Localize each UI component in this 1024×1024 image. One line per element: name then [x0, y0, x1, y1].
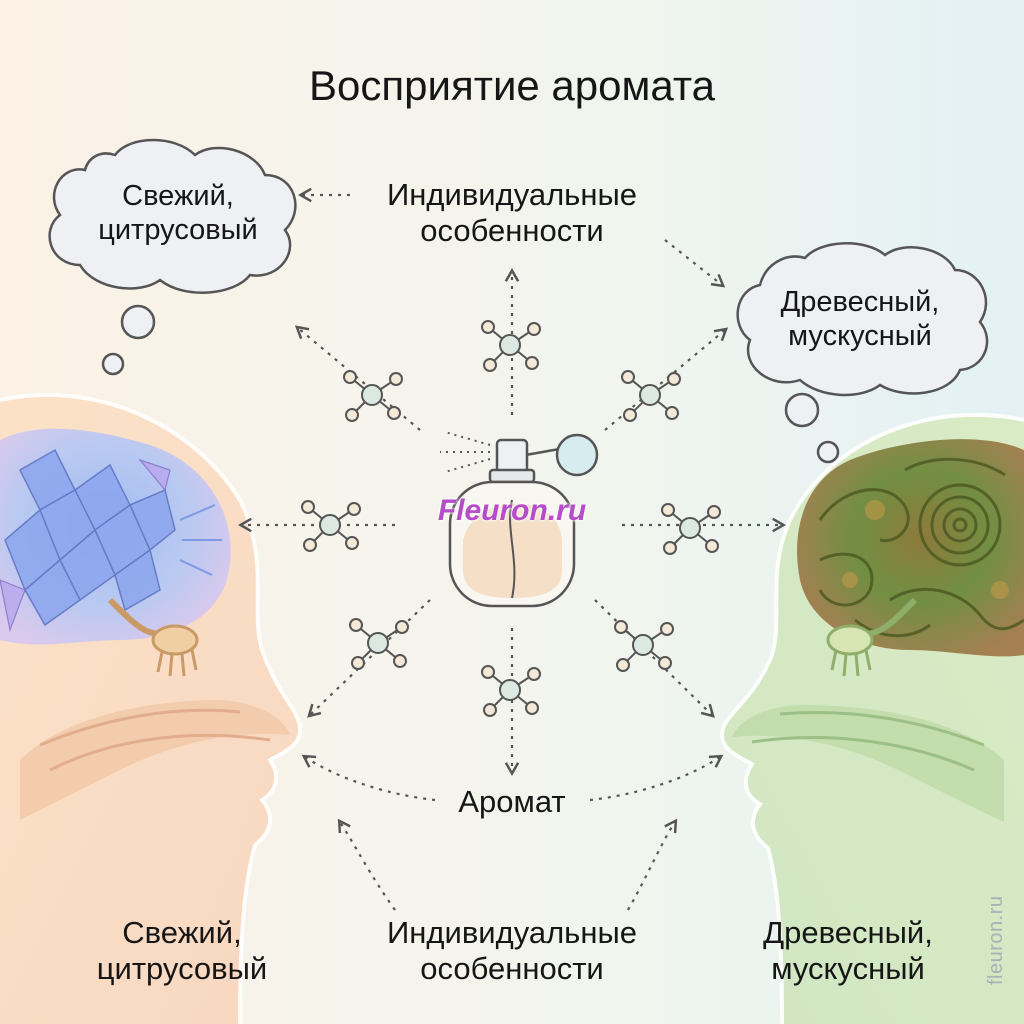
left-bubble-line2: цитрусовый: [98, 213, 258, 246]
crystal-brain-icon: [0, 428, 231, 677]
bottom-left-label-line1: Свежий,: [122, 915, 242, 950]
bottom-right-label-line1: Древесный,: [763, 915, 933, 950]
molecule-icon: [301, 500, 361, 552]
bottom-right-label-line2: мускусный: [771, 950, 925, 986]
page-title: Восприятие аромата: [309, 62, 715, 109]
top-center-label-line2: особенности: [420, 212, 604, 248]
bottom-left-label: Свежий, цитрусовый: [62, 915, 302, 987]
bottom-center-label-line2: особенности: [420, 950, 604, 986]
top-center-label-line1: Индивидуальные: [387, 177, 637, 212]
bottom-left-label-line2: цитрусовый: [96, 950, 268, 986]
side-watermark: fleuron.ru: [985, 895, 1007, 986]
left-bubble-text: Свежий, цитрусовый: [58, 180, 298, 247]
top-center-label: Индивидуальные особенности: [332, 177, 692, 249]
right-bubble-text: Древесный, мускусный: [738, 286, 982, 353]
bottom-center-label-line1: Индивидуальные: [387, 915, 637, 950]
right-bubble-line2: мускусный: [788, 319, 932, 352]
molecule-icon: [349, 618, 409, 670]
molecule-icon: [481, 320, 541, 372]
aroma-label: Аромат: [458, 784, 566, 819]
right-bubble-line1: Древесный,: [780, 286, 940, 318]
bottom-right-label: Древесный, мускусный: [730, 915, 966, 987]
swirl-brain-icon: [797, 439, 1024, 677]
left-thought-bubble: [48, 138, 297, 376]
molecule-icon: [661, 503, 721, 555]
right-thought-bubble: [736, 242, 989, 464]
watermark-text: Fleuron.ru: [437, 494, 587, 527]
left-bubble-line1: Свежий,: [122, 180, 234, 212]
molecule-icon: [621, 370, 681, 422]
bottom-center-label: Индивидуальные особенности: [332, 915, 692, 987]
perfume-bottle-icon: [440, 431, 599, 608]
molecule-icon: [614, 620, 674, 672]
molecule-icon: [343, 370, 403, 422]
